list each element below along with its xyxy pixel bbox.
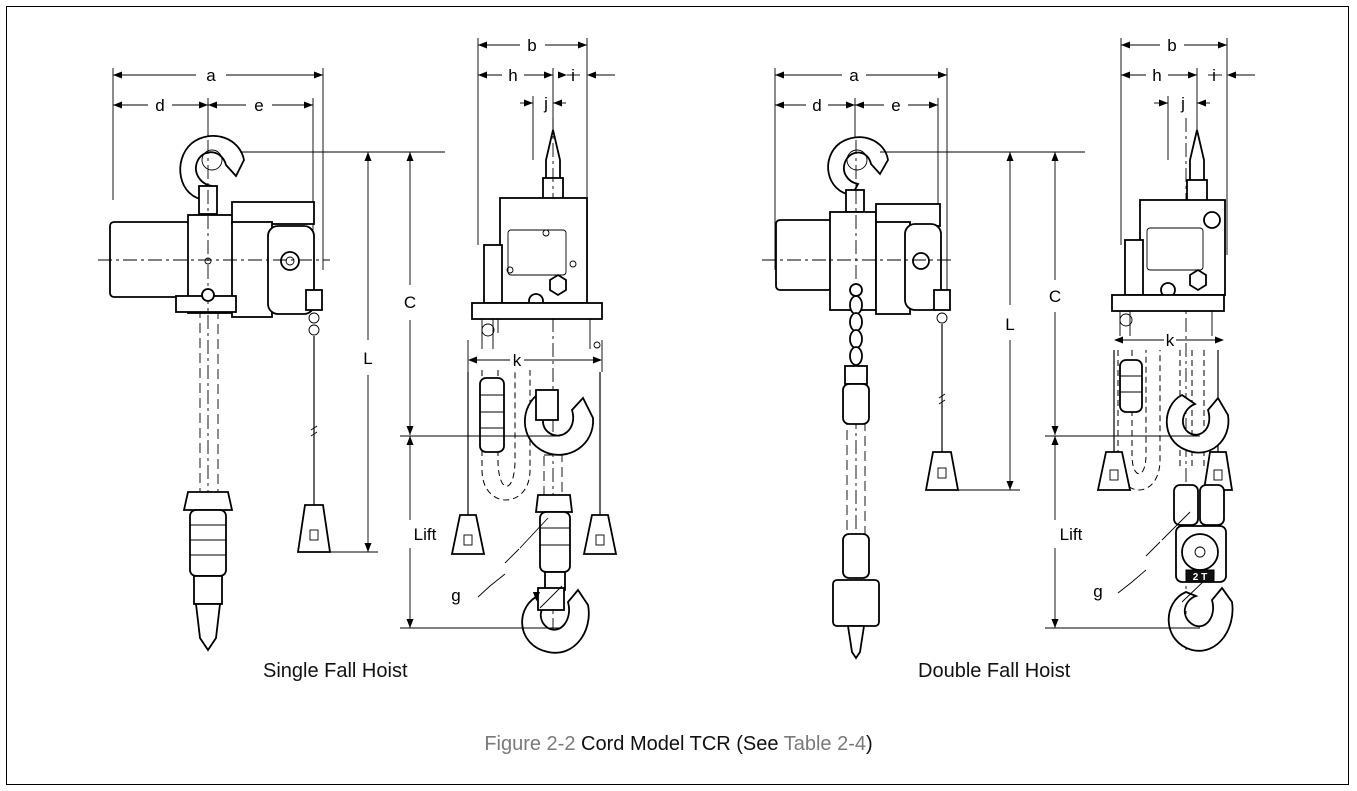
dim-i-double: i bbox=[1212, 66, 1216, 85]
dim-b-double: b bbox=[1167, 36, 1176, 55]
dim-a-single: a bbox=[206, 66, 216, 85]
dim-c-single: C bbox=[404, 293, 416, 312]
dim-l-double: L bbox=[1005, 315, 1014, 334]
figure-caption-suffix: ) bbox=[866, 733, 873, 755]
figure-caption-prefix: Figure 2-2 bbox=[484, 733, 582, 755]
dim-l-single: L bbox=[363, 349, 372, 368]
dim-e-single: e bbox=[254, 96, 263, 115]
dim-j-single: j bbox=[543, 94, 548, 113]
dim-h-double: h bbox=[1152, 66, 1161, 85]
dim-i-single: i bbox=[571, 66, 575, 85]
single-fall-side-view bbox=[98, 68, 445, 652]
figure-caption: Figure 2-2 Cord Model TCR (See Table 2-4… bbox=[0, 733, 1357, 756]
single-fall-front-view bbox=[400, 38, 618, 654]
dim-c-double: C bbox=[1049, 287, 1061, 306]
caption-double-fall: Double Fall Hoist bbox=[918, 660, 1071, 682]
dim-h-single: h bbox=[508, 66, 517, 85]
dim-b-single: b bbox=[527, 36, 536, 55]
dim-lift-double: Lift bbox=[1060, 525, 1083, 544]
dim-d-single: d bbox=[155, 96, 164, 115]
double-fall-side-view bbox=[762, 68, 1085, 660]
dim-g-single: g bbox=[451, 586, 460, 605]
dim-k-single: k bbox=[513, 351, 522, 370]
figure-caption-main: Cord Model TCR (See bbox=[581, 733, 784, 755]
dimension-labels: a d e L b h i j C k Lift g a d e L b h i… bbox=[155, 36, 1216, 605]
dim-g-double: g bbox=[1093, 582, 1102, 601]
double-fall-front-view: 2 T bbox=[1045, 38, 1255, 652]
caption-single-fall: Single Fall Hoist bbox=[263, 660, 408, 682]
dim-d-double: d bbox=[812, 96, 821, 115]
dim-j-double: j bbox=[1180, 94, 1185, 113]
dim-a-double: a bbox=[849, 66, 859, 85]
dim-k-double: k bbox=[1166, 331, 1175, 350]
figure-caption-table-link[interactable]: Table 2-4 bbox=[783, 733, 866, 755]
dim-e-double: e bbox=[891, 96, 900, 115]
svg-text:2 T: 2 T bbox=[1193, 572, 1207, 583]
dim-lift-single: Lift bbox=[414, 525, 437, 544]
